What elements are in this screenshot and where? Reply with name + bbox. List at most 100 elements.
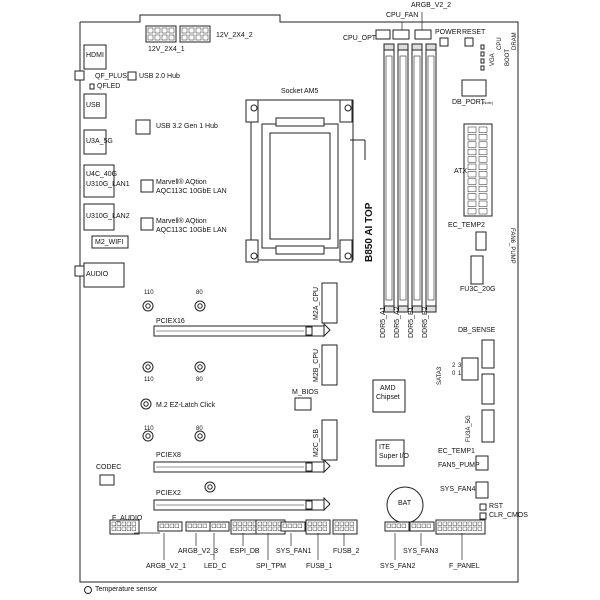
- header-pin: [131, 526, 136, 531]
- connector-pin: [188, 34, 195, 41]
- standoff-hole: [197, 303, 203, 309]
- qfled-label: QFLED: [97, 83, 121, 90]
- connector-body: [145, 25, 177, 43]
- header-pin: [247, 521, 252, 526]
- atx-pin: [467, 156, 477, 163]
- header-pin: [411, 523, 416, 528]
- atx-pin: [478, 148, 488, 156]
- ite-superio: [375, 439, 405, 467]
- header-pin: [477, 521, 482, 526]
- m2a-cpu-label: M2A_CPU: [313, 286, 320, 320]
- header-pin: [447, 526, 452, 531]
- connector-pin: [195, 34, 202, 41]
- header-pin: [322, 521, 327, 526]
- header-pin: [111, 521, 116, 526]
- slot-latch: [323, 496, 331, 512]
- header-pin: [187, 523, 192, 528]
- header-pin: [287, 523, 292, 528]
- atx-pin: [478, 185, 488, 193]
- header-pin: [452, 526, 457, 531]
- atx-pin: [478, 134, 488, 141]
- standoff-hole: [145, 364, 151, 370]
- dimm-latch: [397, 43, 409, 51]
- header-pin: [426, 523, 431, 528]
- header-pin: [267, 521, 272, 526]
- atx-24pin-connector: [463, 123, 493, 217]
- pciex16-label: PCIEX16: [156, 318, 185, 325]
- ite-label-2: Super I/O: [379, 453, 409, 460]
- header-pin: [462, 521, 467, 526]
- reset-label: RESET: [462, 29, 486, 36]
- m2b-cpu-label: M2B_CPU: [313, 348, 320, 382]
- header-pin: [416, 523, 421, 528]
- atx-pin: [467, 208, 477, 215]
- atx-pin: [467, 200, 477, 207]
- header-pin: [472, 521, 477, 526]
- atx-pin: [467, 178, 477, 185]
- m2a-cpu-slot: [321, 282, 338, 324]
- standoff-hole: [145, 433, 151, 439]
- dimm-slot-inner: [427, 55, 435, 301]
- standoff-label-2: 80: [196, 290, 203, 296]
- amd-chipset: [372, 379, 406, 413]
- cpu-opt-label: CPU_OPT: [343, 35, 377, 42]
- ec-temp2-label: EC_TEMP2: [448, 222, 485, 229]
- fusb-1-label: FUSB_1: [306, 563, 333, 570]
- header-pin: [272, 521, 277, 526]
- sys-fan3-label: SYS_FAN3: [403, 548, 439, 555]
- cpu-fan-label: CPU_FAN: [386, 12, 419, 19]
- usb32-hub-chip: [135, 119, 151, 135]
- fan5-pump-label: FAN5_PUMP: [438, 462, 480, 469]
- connector-pin: [181, 27, 188, 34]
- header-pin: [267, 526, 272, 531]
- sata3-ports: [461, 357, 495, 405]
- fu3a-5g-label: FU3A_5G: [466, 415, 472, 442]
- standoff-label-3: 110: [144, 377, 154, 383]
- chipset-label-1: AMD: [380, 385, 396, 392]
- sys-fan2-label: SYS_FAN2: [380, 563, 416, 570]
- header-pin: [391, 523, 396, 528]
- header-pin: [197, 523, 202, 528]
- dimm-slots: [383, 43, 437, 313]
- header-pin: [237, 521, 242, 526]
- qf-plus-button: [74, 70, 85, 81]
- atx-pin: [478, 163, 488, 170]
- atx-12v-2x4-1-connector: [145, 25, 177, 43]
- header-pin: [312, 526, 317, 531]
- header-pin: [247, 526, 252, 531]
- ez-latch-label: M.2 EZ-Latch Click: [156, 402, 216, 409]
- header-pin: [169, 523, 174, 528]
- dimm-slot-inner: [399, 55, 407, 301]
- standoff-hole: [197, 364, 203, 370]
- f-audio-label: F_AUDIO: [112, 515, 143, 522]
- standoff-label-4: 80: [196, 377, 203, 383]
- u310g-lan1-label: U310G_LAN1: [86, 181, 130, 188]
- battery-label: BAT: [398, 500, 412, 507]
- fan6-pump-header: [475, 231, 487, 251]
- connector-pin: [202, 34, 209, 41]
- bottom-headers: [109, 519, 486, 535]
- m2b-cpu-slot: [321, 344, 338, 386]
- cpu-led-label: CPU: [497, 37, 503, 50]
- audio-port: [83, 262, 125, 288]
- qf-plus-label: QF_PLUS: [95, 73, 127, 80]
- connector-pin: [161, 34, 168, 41]
- standoff-hole: [207, 484, 213, 490]
- connector-pin: [168, 27, 175, 34]
- atx-pin: [467, 171, 477, 178]
- header-pin: [322, 526, 327, 531]
- header-pin: [174, 523, 179, 528]
- atx-pin: [467, 193, 477, 200]
- header-pin: [192, 523, 197, 528]
- slot-key: [305, 326, 313, 336]
- dimm-latch: [383, 43, 395, 51]
- codec-chip: [99, 474, 115, 486]
- lan1-chip: [140, 179, 154, 193]
- dimm-label-a2: DDR5_A2: [394, 306, 401, 338]
- dimm-label-b1: DDR5_B1: [408, 306, 415, 338]
- connector-pin: [181, 34, 188, 41]
- audio-label: AUDIO: [86, 271, 109, 278]
- header-pin: [307, 521, 312, 526]
- socket-label: Socket AM5: [281, 88, 319, 95]
- header-pin: [116, 526, 121, 531]
